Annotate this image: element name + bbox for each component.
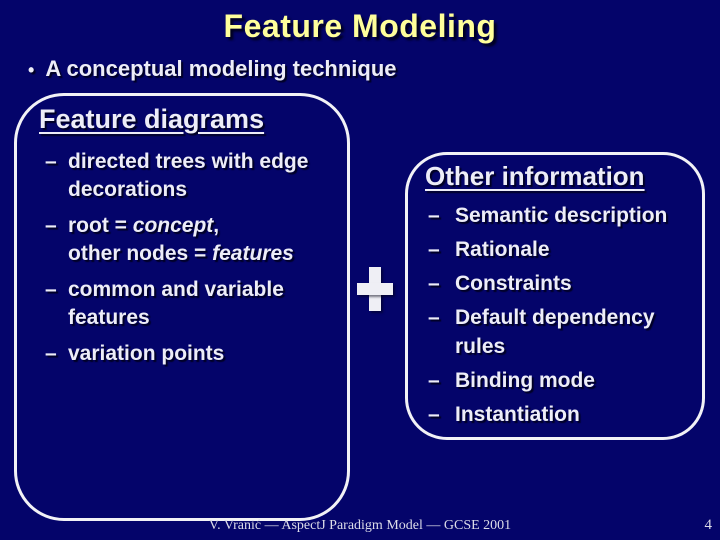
intro-bullet-text: A conceptual modeling technique xyxy=(45,56,397,81)
line-text: other nodes = xyxy=(68,242,213,265)
other-information-heading: Other information xyxy=(425,161,645,191)
list-line: variation points xyxy=(68,342,225,365)
list-item: – root = concept, other nodes = features xyxy=(17,212,347,268)
list-item: – Rationale xyxy=(408,235,702,264)
feature-diagrams-box: Feature diagrams – directed trees with e… xyxy=(14,93,350,521)
other-information-box: Other information – Semantic description… xyxy=(405,152,705,440)
dash-marker: – xyxy=(428,369,440,392)
line-text-italic: concept xyxy=(132,214,214,237)
dash-marker: – xyxy=(428,306,440,329)
intro-bullet-line: • A conceptual modeling technique xyxy=(28,56,397,82)
plus-icon-horizontal-bar xyxy=(357,283,393,295)
list-line: rules xyxy=(455,335,506,358)
bullet-dot-icon: • xyxy=(28,60,35,80)
list-item: – variation points xyxy=(17,340,347,368)
list-line: decorations xyxy=(68,178,188,201)
dash-marker: – xyxy=(45,214,57,237)
feature-diagrams-list: – directed trees with edge decorations –… xyxy=(17,148,347,368)
plus-icon xyxy=(357,267,393,311)
list-line: Rationale xyxy=(455,238,550,261)
line-text-italic: features xyxy=(212,242,294,265)
line-text: , xyxy=(213,214,220,237)
list-line: Default dependency xyxy=(455,306,655,329)
page-number: 4 xyxy=(704,517,713,533)
list-line: root = concept, xyxy=(68,212,294,240)
dash-marker: – xyxy=(428,238,440,261)
footer-credit: V. Vranić — AspectJ Paradigm Model — GCS… xyxy=(208,518,512,533)
list-item: – Instantiation xyxy=(408,400,702,429)
list-item: – Binding mode xyxy=(408,366,702,395)
list-line: other nodes = features xyxy=(68,240,294,268)
list-item: – Default dependency rules xyxy=(408,303,702,361)
dash-marker: – xyxy=(45,150,57,173)
list-line: directed trees with edge xyxy=(68,150,309,173)
dash-marker: – xyxy=(45,278,57,301)
list-line: Binding mode xyxy=(455,369,595,392)
dash-marker: – xyxy=(428,403,440,426)
list-item: – common and variable features xyxy=(17,276,347,332)
list-item: – Constraints xyxy=(408,269,702,298)
dash-marker: – xyxy=(428,204,440,227)
list-line: features xyxy=(68,306,150,329)
line-text: root = xyxy=(68,214,133,237)
other-information-list: – Semantic description – Rationale – Con… xyxy=(408,201,702,429)
list-item: – directed trees with edge decorations xyxy=(17,148,347,204)
list-line: common and variable xyxy=(68,278,284,301)
list-line: Constraints xyxy=(455,272,572,295)
dash-marker: – xyxy=(428,272,440,295)
feature-diagrams-heading: Feature diagrams xyxy=(39,104,265,134)
list-line: Semantic description xyxy=(455,204,668,227)
slide-title: Feature Modeling xyxy=(223,8,497,44)
dash-marker: – xyxy=(45,342,57,365)
list-item: – Semantic description xyxy=(408,201,702,230)
list-line: Instantiation xyxy=(455,403,580,426)
